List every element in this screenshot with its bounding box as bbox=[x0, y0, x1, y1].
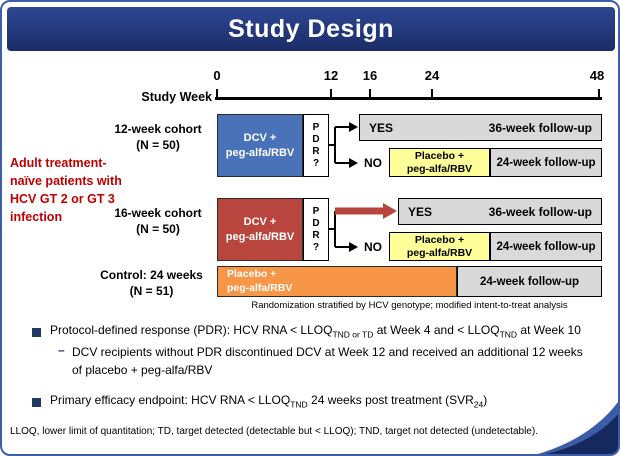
tick-mark-24 bbox=[431, 89, 433, 98]
bullet-endpoint-text-1: Primary efficacy endpoint: HCV RNA < LLO… bbox=[50, 393, 291, 407]
bullet-pdr-text-1: Protocol-defined response (PDR): HCV RNA… bbox=[50, 323, 333, 337]
tick-label-16: 16 bbox=[362, 68, 378, 83]
control-n: (N = 51) bbox=[129, 283, 174, 298]
cohort-16-dcv-line2: peg-alfa/RBV bbox=[225, 230, 295, 243]
tick-label-24: 24 bbox=[424, 68, 440, 83]
bullet-pdr-sub-1: TND or TD bbox=[332, 329, 374, 340]
cohort-16-dcv-box: DCV + peg-alfa/RBV bbox=[217, 198, 303, 261]
slide-header: Study Design bbox=[7, 7, 615, 51]
population-text: Adult treatment-naïve patients with HCV … bbox=[10, 156, 122, 225]
bullet-pdr-definition: Protocol-defined response (PDR): HCV RNA… bbox=[50, 323, 581, 339]
cohort-12-label: 12-week cohort (N = 50) bbox=[106, 122, 210, 153]
pdr-branch-arrows-16 bbox=[329, 203, 397, 252]
cohort-12-name: 12-week cohort bbox=[114, 122, 202, 136]
pdr-letter: D bbox=[312, 133, 320, 145]
cohort-12-placebo-line1: Placebo + bbox=[414, 149, 465, 162]
sub-bullet-dcv-discontinuation: DCV recipients without PDR discontinued … bbox=[72, 345, 583, 377]
tick-mark-0 bbox=[216, 89, 218, 98]
bullet-square-icon bbox=[32, 398, 41, 407]
tick-mark-12 bbox=[330, 89, 332, 98]
tick-mark-16 bbox=[369, 89, 371, 98]
cohort-16-pdr-box: P D R ? bbox=[303, 198, 329, 261]
bullet-primary-endpoint: Primary efficacy endpoint: HCV RNA < LLO… bbox=[50, 393, 487, 409]
cohort-16-name: 16-week cohort bbox=[114, 206, 202, 220]
cohort-16-yes-outcome: 36-week follow-up bbox=[488, 204, 592, 219]
cohort-12-placebo-line2: peg-alfa/RBV bbox=[406, 162, 473, 175]
pdr-letter: ? bbox=[312, 157, 320, 169]
cohort-12-no-followup-box: 24-week follow-up bbox=[490, 148, 602, 177]
bullet-endpoint-sub-1: TND bbox=[290, 399, 308, 410]
control-placebo-line2: peg-alfa/RBV bbox=[227, 281, 293, 294]
bullet-endpoint-sub-2: 24 bbox=[473, 399, 484, 410]
cohort-16-n: (N = 50) bbox=[136, 221, 180, 236]
bullet-endpoint-text-2: 24 weeks post treatment (SVR bbox=[307, 393, 474, 407]
cohort-12-dcv-line1: DCV + bbox=[243, 132, 277, 145]
control-followup-box: 24-week follow-up bbox=[457, 266, 602, 297]
cohort-12-yes-outcome: 36-week follow-up bbox=[488, 120, 592, 135]
study-week-label: Study Week bbox=[141, 90, 212, 104]
control-label: Control: 24 weeks (N = 51) bbox=[93, 268, 210, 299]
pdr-letter: R bbox=[312, 229, 320, 241]
cohort-16-placebo-line1: Placebo + bbox=[414, 233, 465, 246]
pdr-letter: P bbox=[312, 121, 320, 133]
cohort-12-n: (N = 50) bbox=[136, 137, 180, 152]
pdr-branch-arrows-12 bbox=[329, 122, 358, 168]
cohort-16-no-followup-box: 24-week follow-up bbox=[490, 232, 602, 261]
abbreviations-footnote: LLOQ, lower limit of quantitation; TD, t… bbox=[10, 426, 538, 437]
pdr-letter: R bbox=[312, 145, 320, 157]
cohort-16-no-label: NO bbox=[364, 239, 382, 254]
timeline-axis bbox=[215, 97, 602, 100]
bullet-pdr-sub-2: TND bbox=[499, 329, 518, 340]
bullet-endpoint-text-3: ) bbox=[483, 393, 488, 407]
cohort-16-yes-followup-box: YES 36-week follow-up bbox=[398, 198, 602, 225]
cohort-12-pdr-box: P D R ? bbox=[303, 114, 329, 177]
cohort-12-dcv-line2: peg-alfa/RBV bbox=[225, 146, 295, 159]
slide-title: Study Design bbox=[228, 14, 394, 43]
control-placebo-box: Placebo + peg-alfa/RBV bbox=[217, 266, 457, 297]
cohort-12-dcv-box: DCV + peg-alfa/RBV bbox=[217, 114, 303, 177]
bullet-pdr-text-3: at Week 10 bbox=[517, 323, 581, 337]
tick-label-12: 12 bbox=[323, 68, 339, 83]
control-placebo-line1: Placebo + bbox=[227, 267, 277, 280]
pdr-letter: ? bbox=[312, 241, 320, 253]
cohort-16-placebo-line2: peg-alfa/RBV bbox=[406, 246, 473, 259]
sub-bullet-dash-icon: – bbox=[58, 343, 65, 357]
pdr-letter: P bbox=[312, 205, 320, 217]
control-name: Control: 24 weeks bbox=[100, 268, 203, 282]
bullet-pdr-text-2: at Week 4 and < LLOQ bbox=[373, 323, 500, 337]
tick-label-0: 0 bbox=[213, 68, 221, 83]
cohort-12-yes-label: YES bbox=[369, 120, 394, 135]
cohort-12-yes-followup-box: YES 36-week follow-up bbox=[359, 114, 602, 141]
pdr-letter: D bbox=[312, 217, 320, 229]
tick-label-48: 48 bbox=[589, 68, 605, 83]
bullet-square-icon bbox=[32, 328, 41, 337]
tick-mark-48 bbox=[598, 89, 600, 98]
cohort-16-yes-label: YES bbox=[408, 204, 433, 219]
corner-swoosh-decoration bbox=[538, 402, 618, 454]
cohort-12-placebo-box: Placebo + peg-alfa/RBV bbox=[389, 148, 490, 177]
randomization-caption: Randomization stratified by HCV genotype… bbox=[251, 300, 568, 311]
cohort-16-dcv-line1: DCV + bbox=[243, 216, 277, 229]
cohort-16-placebo-box: Placebo + peg-alfa/RBV bbox=[389, 232, 490, 261]
cohort-12-no-label: NO bbox=[364, 155, 382, 170]
cohort-16-label: 16-week cohort (N = 50) bbox=[106, 206, 210, 237]
